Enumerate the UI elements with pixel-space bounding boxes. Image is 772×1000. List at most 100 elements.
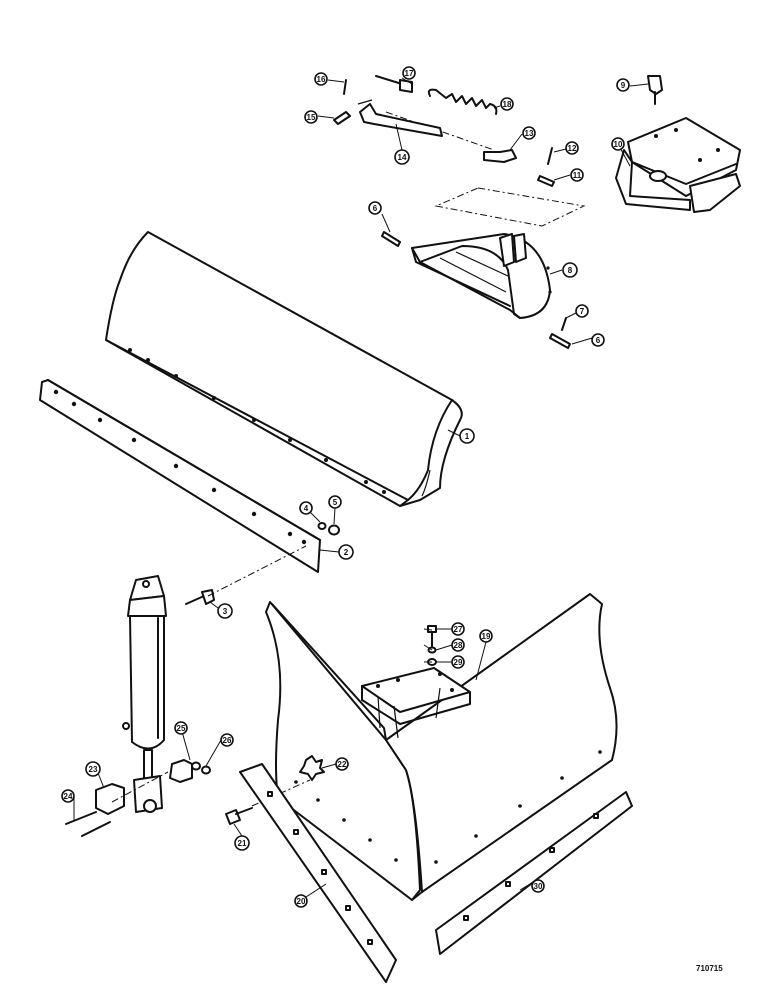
- callout-27: 27: [451, 622, 465, 636]
- hydraulic-cylinder: [122, 575, 167, 813]
- callout-10: 10: [611, 137, 625, 151]
- callout-28: 28: [451, 638, 465, 652]
- callouts: 1 2 3 4 5 6 6 7 8 9 10 11 12 13 14 15 16…: [61, 66, 630, 908]
- capscrew-24: [65, 811, 111, 837]
- spring-rod-14: [357, 99, 443, 137]
- callout-20-label: 20: [297, 897, 306, 906]
- plow-cutting-edge-right: [435, 791, 633, 955]
- star-nut-22: [299, 755, 325, 781]
- callout-16-label: 16: [317, 75, 326, 84]
- callout-22: 22: [335, 757, 349, 771]
- callout-12: 12: [565, 141, 579, 155]
- callout-6-left-label: 6: [373, 204, 378, 213]
- callout-14: 14: [394, 149, 410, 165]
- callout-6-left: 6: [368, 201, 382, 215]
- callout-15: 15: [304, 110, 318, 124]
- callout-17-label: 17: [405, 69, 414, 78]
- callout-19: 19: [479, 629, 493, 643]
- plow-bolt-3: [185, 589, 215, 605]
- straight-blade: [105, 231, 463, 507]
- callout-22-label: 22: [338, 760, 347, 769]
- callout-28-label: 28: [454, 641, 463, 650]
- callout-5: 5: [328, 495, 342, 509]
- callout-18-label: 18: [503, 100, 512, 109]
- callout-4-label: 4: [304, 504, 309, 513]
- callout-16: 16: [314, 72, 328, 86]
- callout-1: 1: [459, 428, 475, 444]
- callout-10-label: 10: [614, 140, 623, 149]
- edge-bolt-holes: [53, 389, 307, 545]
- callout-24: 24: [61, 789, 75, 803]
- clamp-block-23: [95, 783, 125, 815]
- callout-21-label: 21: [238, 839, 247, 848]
- cotter-pin-16: [343, 79, 347, 95]
- callout-23: 23: [85, 761, 101, 777]
- plow-holes: [294, 750, 602, 864]
- callout-17: 17: [402, 66, 416, 80]
- callout-12-label: 12: [568, 144, 577, 153]
- capscrew-9: [647, 75, 663, 105]
- mounting-bracket-10: [615, 117, 741, 213]
- callout-9: 9: [616, 78, 630, 92]
- callout-6-right: 6: [591, 333, 605, 347]
- callout-8: 8: [562, 262, 578, 278]
- callout-18: 18: [500, 97, 514, 111]
- figure-number: 710715: [696, 964, 723, 973]
- callout-9-label: 9: [621, 81, 626, 90]
- callout-15-label: 15: [307, 113, 316, 122]
- pin-11: [537, 175, 555, 187]
- pin-6-left: [381, 231, 401, 247]
- callout-4: 4: [299, 501, 313, 515]
- callout-3: 3: [217, 603, 233, 619]
- callout-7-label: 7: [580, 307, 585, 316]
- callout-27-label: 27: [454, 625, 463, 634]
- callout-29: 29: [451, 655, 465, 669]
- plow-cutting-edge-left: [239, 763, 397, 983]
- callout-21: 21: [234, 835, 250, 851]
- callout-8-label: 8: [568, 266, 573, 275]
- callout-20: 20: [294, 894, 308, 908]
- callout-30-label: 30: [534, 882, 543, 891]
- callout-11-label: 11: [573, 171, 582, 180]
- callout-2: 2: [338, 544, 354, 560]
- leader-lines: [73, 77, 649, 898]
- edge-right-slots: [463, 813, 599, 921]
- plow-bolt-21: [225, 807, 253, 825]
- pin-15: [333, 111, 351, 125]
- lock-washer-4: [317, 522, 327, 530]
- callout-13: 13: [522, 126, 536, 140]
- callout-14-label: 14: [398, 153, 407, 162]
- callout-25-label: 25: [177, 724, 186, 733]
- callout-25: 25: [174, 721, 188, 735]
- washer-25: [191, 761, 201, 771]
- callout-30: 30: [531, 879, 545, 893]
- callout-6-right-label: 6: [596, 336, 601, 345]
- callout-19-label: 19: [482, 632, 491, 641]
- callout-5-label: 5: [333, 498, 338, 507]
- pivot-frame: [411, 233, 552, 319]
- callout-3-label: 3: [223, 607, 228, 616]
- v-plow-blade: [265, 593, 618, 901]
- plow-hitch-frame: [361, 667, 471, 739]
- edge-left-slots: [267, 791, 373, 945]
- blade-bolt-holes: [128, 348, 386, 494]
- callout-23-label: 23: [89, 765, 98, 774]
- pin-6-right: [549, 333, 571, 349]
- cotter-pin-12: [547, 147, 553, 165]
- nut-26: [201, 765, 211, 775]
- cotter-pin-7: [561, 317, 567, 331]
- blade-cutting-edge: [39, 379, 321, 573]
- callout-26-label: 26: [223, 736, 232, 745]
- extension-spring-18: [427, 88, 498, 115]
- callout-13-label: 13: [525, 129, 534, 138]
- clevis-13: [483, 149, 517, 163]
- callout-29-label: 29: [454, 658, 463, 667]
- callout-1-label: 1: [465, 432, 470, 441]
- callout-26: 26: [220, 733, 234, 747]
- nut-5: [328, 524, 340, 536]
- callout-11: 11: [570, 168, 584, 182]
- callout-7: 7: [575, 304, 589, 318]
- callout-24-label: 24: [64, 792, 73, 801]
- callout-2-label: 2: [344, 548, 349, 557]
